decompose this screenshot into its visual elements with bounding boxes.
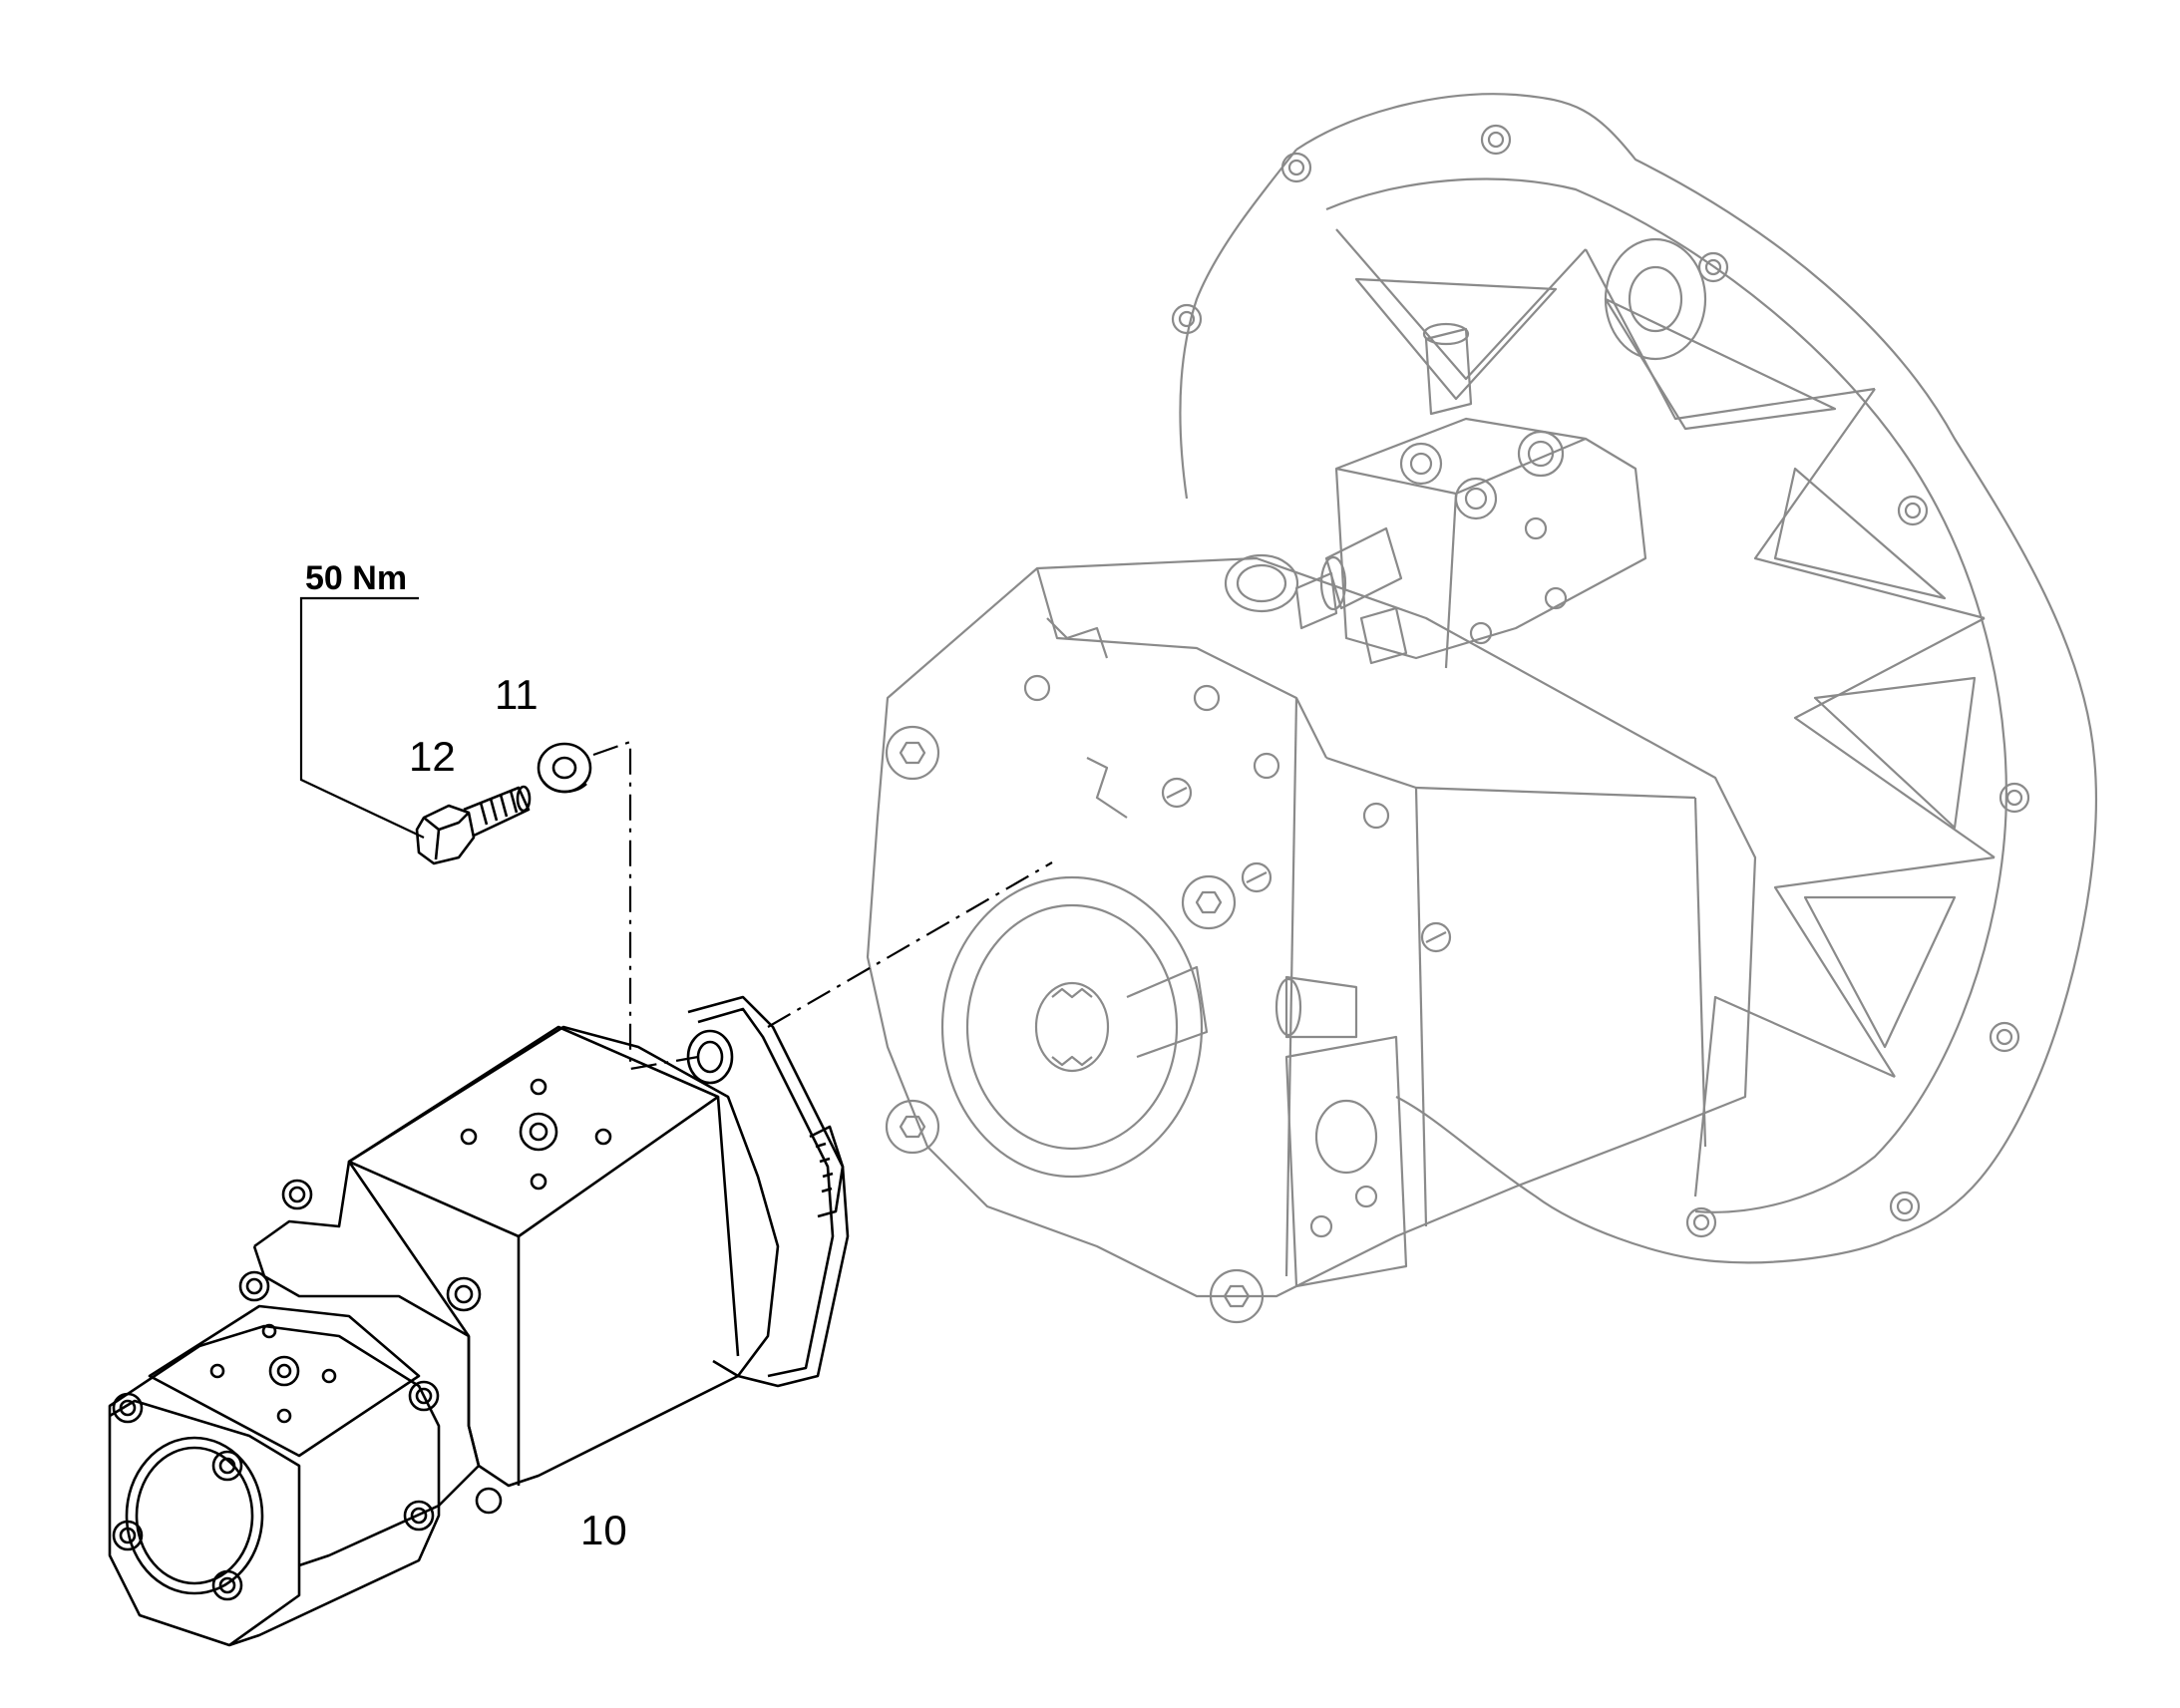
hex-screw-part-12 — [415, 785, 532, 865]
gear-pump-rear-section — [108, 1324, 441, 1647]
assembly-centre-lines — [592, 740, 1053, 1071]
main-hydraulic-pump-ghost — [866, 93, 2097, 1324]
callout-11: 11 — [495, 671, 539, 718]
leader-lines — [299, 596, 425, 839]
gear-pump-part-10 — [108, 995, 850, 1647]
control-valve-block — [1334, 417, 1647, 660]
flywheel-housing — [1295, 93, 2097, 1264]
torque-leader-line — [299, 596, 425, 839]
torque-spec-label: 50 Nm — [305, 559, 408, 597]
pump-body — [866, 556, 1757, 1298]
gear-pump-flange — [687, 995, 850, 1388]
gear-pump-middle-section — [253, 1160, 481, 1567]
washer-part-11 — [537, 742, 592, 794]
callout-10: 10 — [580, 1507, 627, 1553]
callout-12: 12 — [409, 733, 456, 780]
